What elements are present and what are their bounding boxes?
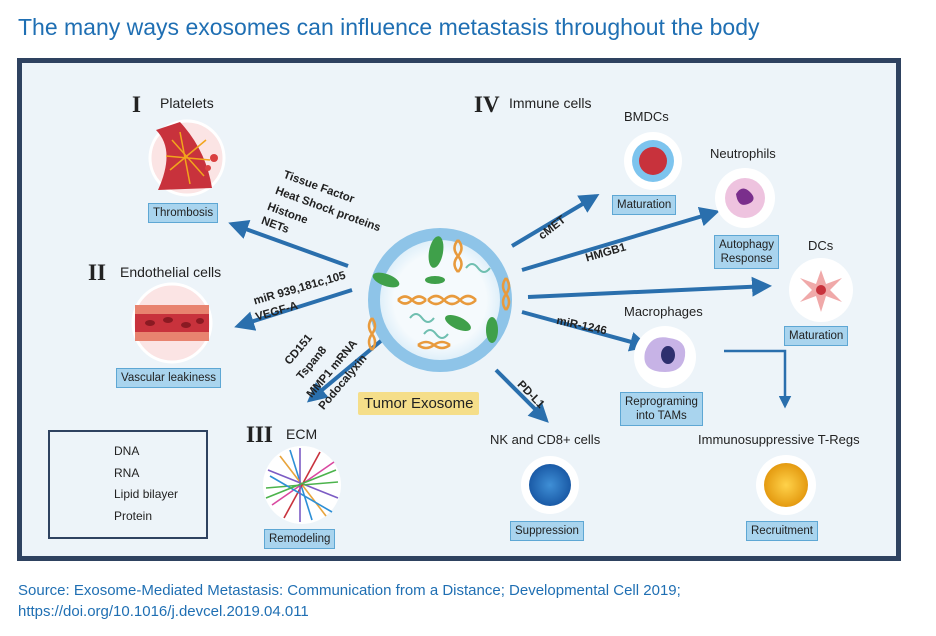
legend-rna: RNA [114, 466, 140, 480]
neutrophils-title: Neutrophils [710, 146, 776, 161]
macrophage-illustration [634, 326, 696, 388]
neutrophil-illustration [715, 168, 775, 228]
tumor-exosome [367, 228, 512, 372]
page-title: The many ways exosomes can influence met… [18, 14, 760, 40]
thrombosis-box: Thrombosis [148, 203, 219, 223]
reprograming-box: Reprograming into TAMs [620, 392, 703, 426]
response-line: Response [720, 253, 773, 265]
arrow-dcs [527, 276, 772, 299]
platelets-title: Platelets [160, 95, 214, 111]
tumor-exosome-label: Tumor Exosome [358, 392, 480, 415]
arrow-ecm [306, 338, 384, 403]
nk-title: NK and CD8+ cells [490, 432, 601, 447]
arrow-macrophages [521, 310, 650, 352]
bmdcs-title: BMDCs [624, 109, 669, 124]
macrophages-title: Macrophages [624, 304, 703, 319]
ecm-illustration [263, 446, 341, 524]
source-doi-link[interactable]: https://doi.org/10.1016/j.devcel.2019.04… [18, 603, 309, 620]
roman-i: I [132, 92, 141, 117]
tams-line: into TAMs [636, 410, 687, 422]
roman-iii: III [246, 422, 273, 447]
arrow-nk [494, 368, 549, 423]
suppression-box: Suppression [510, 521, 584, 541]
roman-iv: IV [474, 92, 500, 117]
reprograming-line: Reprograming [625, 396, 698, 408]
roman-ii: II [88, 260, 106, 285]
dc-illustration [789, 258, 853, 322]
platelets-illustration [148, 119, 226, 197]
arrow-endothelial [234, 288, 353, 331]
ecm-title: ECM [286, 426, 318, 442]
dcs-title: DCs [808, 238, 834, 253]
treg-illustration [756, 455, 816, 515]
nk-cell-illustration [521, 456, 579, 514]
arrow-neutrophils [521, 207, 720, 272]
autophagy-response-box: Autophagy Response [714, 235, 779, 269]
legend-lipid: Lipid bilayer [114, 487, 179, 501]
recruitment-box: Recruitment [746, 521, 818, 541]
source-line-1: Source: Exosome-Mediated Metastasis: Com… [18, 582, 681, 599]
vascular-leakiness-box: Vascular leakiness [116, 368, 222, 388]
bmdcs-maturation-box: Maturation [612, 195, 677, 215]
source-citation: Source: Exosome-Mediated Metastasis: Com… [18, 580, 681, 622]
endothelial-illustration [131, 282, 213, 364]
bmdcs-illustration [624, 132, 682, 190]
autophagy-line: Autophagy [719, 239, 774, 251]
legend-dna: DNA [114, 444, 140, 458]
arrow-bmdcs [510, 193, 600, 248]
immune-title: Immune cells [509, 95, 592, 111]
endothelial-title: Endothelial cells [120, 264, 222, 280]
tregs-title: Immunosuppressive T-Regs [698, 432, 860, 447]
arrow-tregs [724, 349, 792, 409]
legend-protein: Protein [114, 509, 153, 523]
dcs-maturation-box: Maturation [784, 326, 849, 346]
arrow-platelets [228, 220, 349, 268]
legend-box [48, 430, 208, 539]
remodeling-box: Remodeling [264, 529, 336, 549]
